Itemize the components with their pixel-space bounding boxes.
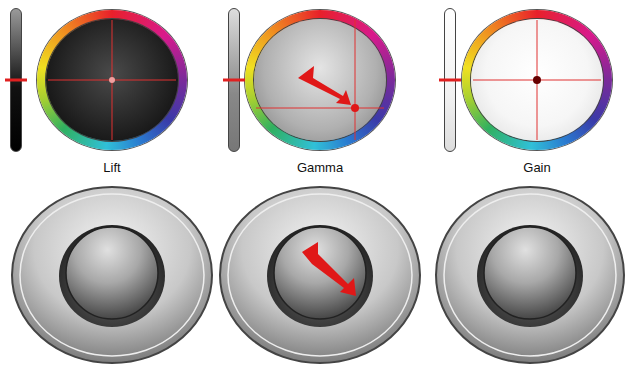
gamma-color-wheel	[245, 10, 395, 150]
slider-ticks	[5, 79, 461, 82]
gain-trackball	[436, 187, 624, 363]
gamma-trackball	[220, 187, 420, 363]
wheel-label: Gain	[523, 160, 550, 175]
wheel-label: Gamma	[297, 160, 343, 175]
gamma-arrow	[298, 66, 351, 105]
wheel-label: Lift	[103, 160, 120, 175]
gamma-dot	[351, 104, 359, 112]
lift-trackball	[12, 187, 212, 363]
gain-dot	[533, 76, 541, 84]
crosshairs	[48, 20, 601, 140]
gamma-wheel-face	[254, 19, 386, 141]
lift-dot	[109, 77, 115, 83]
